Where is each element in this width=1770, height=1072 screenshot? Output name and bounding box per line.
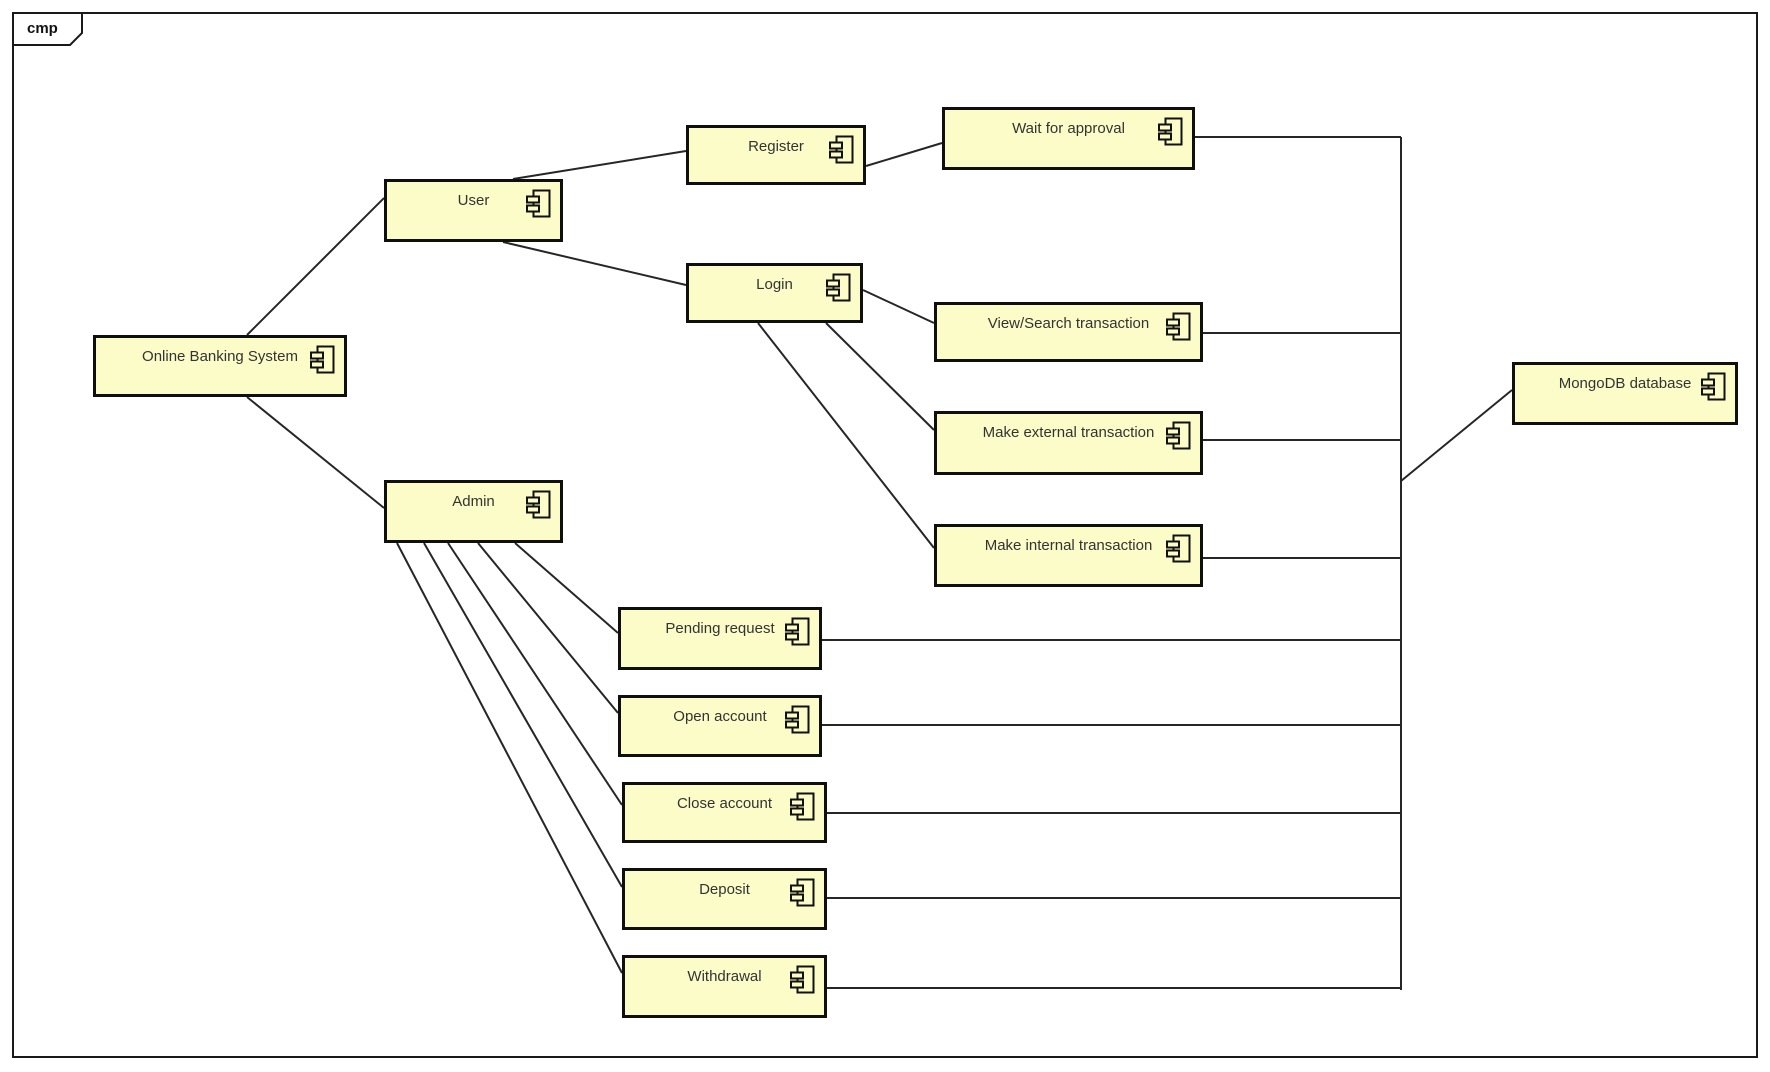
- frame-tab: [12, 12, 83, 46]
- connector-admin-to-open-account: [477, 542, 619, 714]
- component-label: Pending request: [665, 620, 775, 637]
- connector-user-to-register: [512, 150, 687, 180]
- connector-register-to-wait-for-approval: [865, 142, 943, 167]
- component-label: Online Banking System: [142, 348, 298, 365]
- component-icon: [1701, 372, 1726, 401]
- connector-admin-to-pending-request: [514, 542, 619, 634]
- component-icon: [790, 965, 815, 994]
- connector-admin-to-withdrawal: [396, 542, 623, 974]
- component-pending-request[interactable]: Pending request: [618, 607, 822, 670]
- component-user[interactable]: User: [384, 179, 563, 242]
- connector-admin-to-close-account: [447, 542, 623, 806]
- component-online-banking-system[interactable]: Online Banking System: [93, 335, 347, 397]
- component-icon: [1166, 312, 1191, 341]
- component-icon: [790, 878, 815, 907]
- component-label: Withdrawal: [687, 968, 762, 985]
- connector-admin-to-deposit: [423, 542, 623, 888]
- component-icon: [526, 490, 551, 519]
- component-open-account[interactable]: Open account: [618, 695, 822, 757]
- component-register[interactable]: Register: [686, 125, 866, 185]
- diagram-frame-border: [12, 12, 1758, 1058]
- connector-login-to-make-internal-transaction: [757, 322, 935, 549]
- component-icon: [826, 273, 851, 302]
- frame-label: cmp: [27, 20, 58, 37]
- connector-online-banking-system-to-user: [246, 197, 385, 336]
- component-admin[interactable]: Admin: [384, 480, 563, 543]
- connector-online-banking-system-to-admin: [246, 396, 385, 509]
- component-view-search-transaction[interactable]: View/Search transaction: [934, 302, 1203, 362]
- component-label: Admin: [452, 493, 495, 510]
- connector-login-to-make-external-transaction: [825, 322, 935, 431]
- component-make-external-transaction[interactable]: Make external transaction: [934, 411, 1203, 475]
- component-icon: [526, 189, 551, 218]
- component-label: Wait for approval: [1012, 120, 1125, 137]
- component-icon: [1158, 117, 1183, 146]
- component-label: Close account: [676, 795, 773, 812]
- component-icon: [310, 345, 335, 374]
- component-label: Deposit: [699, 881, 750, 898]
- component-deposit[interactable]: Deposit: [622, 868, 827, 930]
- connector-user-to-login: [502, 241, 687, 286]
- component-withdrawal[interactable]: Withdrawal: [622, 955, 827, 1018]
- component-label: User: [457, 192, 490, 209]
- component-label: Login: [756, 276, 793, 293]
- component-label: Register: [748, 138, 804, 155]
- connector-login-to-view-search-transaction: [862, 289, 935, 324]
- component-make-internal-transaction[interactable]: Make internal transaction: [934, 524, 1203, 587]
- component-icon: [785, 705, 810, 734]
- component-label: Make external transaction: [982, 424, 1155, 441]
- component-label: Open account: [673, 708, 767, 725]
- component-icon: [1166, 421, 1191, 450]
- component-icon: [829, 135, 854, 164]
- component-login[interactable]: Login: [686, 263, 863, 323]
- component-close-account[interactable]: Close account: [622, 782, 827, 843]
- component-mongodb-database[interactable]: MongoDB database: [1512, 362, 1738, 425]
- component-label: View/Search transaction: [987, 315, 1150, 332]
- component-icon: [785, 617, 810, 646]
- component-label: MongoDB database: [1558, 375, 1692, 392]
- connector-database-bus-to-mongodb-database: [1400, 389, 1513, 482]
- connector-lines: [246, 136, 1513, 990]
- component-icon: [1166, 534, 1191, 563]
- component-icon: [790, 792, 815, 821]
- component-wait-for-approval[interactable]: Wait for approval: [942, 107, 1195, 170]
- component-label: Make internal transaction: [984, 537, 1153, 554]
